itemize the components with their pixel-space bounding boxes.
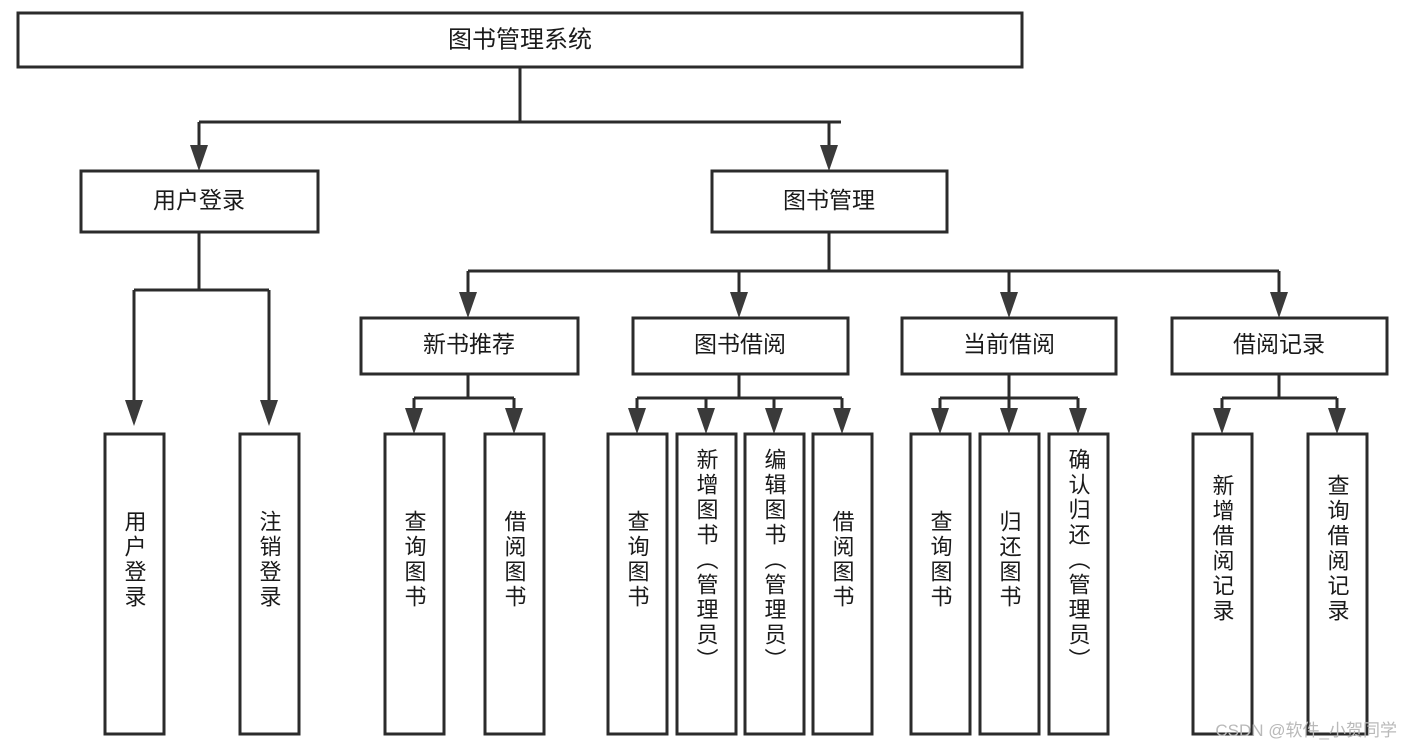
connector-new-book-recommend-to-leaves xyxy=(405,374,523,434)
node-borrow-record-box[interactable] xyxy=(1170,316,1389,376)
node-leaf-borrow-book-2-box[interactable] xyxy=(811,432,874,736)
node-user-login[interactable]: 用户登录 xyxy=(79,169,320,234)
connector-current-borrow-to-leaves xyxy=(931,374,1087,434)
node-leaf-edit-book[interactable]: 编辑图书（管理员） xyxy=(743,432,806,736)
arrow-to-leaf-borrow-book-1 xyxy=(505,408,523,434)
node-leaf-borrow-book-2-label: 借阅图书 xyxy=(830,510,855,610)
node-leaf-confirm-return-box[interactable] xyxy=(1047,432,1110,736)
node-leaf-user-login[interactable]: 用户登录 xyxy=(103,432,166,736)
arrow-to-borrow-record xyxy=(1270,292,1288,318)
node-book-borrow-label: 图书借阅 xyxy=(694,331,786,357)
node-leaf-confirm-return-label: 确认归还（管理员） xyxy=(1066,448,1091,673)
node-leaf-confirm-return[interactable]: 确认归还（管理员） xyxy=(1047,432,1110,736)
node-leaf-return-book[interactable]: 归还图书 xyxy=(978,432,1041,736)
arrow-to-leaf-confirm-return xyxy=(1069,408,1087,434)
node-book-management-label: 图书管理 xyxy=(783,187,875,213)
node-leaf-logout[interactable]: 注销登录 xyxy=(238,432,301,736)
arrow-to-leaf-logout xyxy=(260,400,278,426)
node-user-login-box[interactable] xyxy=(79,169,320,234)
connector-user-login-to-leaves xyxy=(125,232,278,426)
node-borrow-record[interactable]: 借阅记录 xyxy=(1170,316,1389,376)
connector-root-to-level2 xyxy=(190,67,841,171)
node-leaf-user-login-box[interactable] xyxy=(103,432,166,736)
node-leaf-add-record[interactable]: 新增借阅记录 xyxy=(1191,432,1254,736)
node-leaf-borrow-book-1-box[interactable] xyxy=(483,432,546,736)
node-current-borrow[interactable]: 当前借阅 xyxy=(900,316,1118,376)
arrow-to-book-management xyxy=(820,145,838,171)
arrow-to-leaf-user-login xyxy=(125,400,143,426)
node-leaf-query-book-2[interactable]: 查询图书 xyxy=(606,432,669,736)
node-leaf-query-book-2-box[interactable] xyxy=(606,432,669,736)
arrow-to-leaf-add-book xyxy=(697,408,715,434)
node-leaf-query-book-1[interactable]: 查询图书 xyxy=(383,432,446,736)
node-user-login-label: 用户登录 xyxy=(153,187,245,213)
node-leaf-logout-label: 注销登录 xyxy=(257,510,282,610)
node-leaf-add-book-label: 新增图书（管理员） xyxy=(694,448,719,673)
node-leaf-edit-book-label: 编辑图书（管理员） xyxy=(762,448,787,673)
arrow-to-user-login xyxy=(190,145,208,171)
node-borrow-record-label: 借阅记录 xyxy=(1233,331,1325,357)
node-new-book-recommend[interactable]: 新书推荐 xyxy=(359,316,580,376)
node-book-borrow[interactable]: 图书借阅 xyxy=(631,316,850,376)
connector-borrow-record-to-leaves xyxy=(1213,374,1346,434)
node-current-borrow-box[interactable] xyxy=(900,316,1118,376)
node-leaf-add-book[interactable]: 新增图书（管理员） xyxy=(675,432,738,736)
node-leaf-query-book-1-label: 查询图书 xyxy=(402,510,427,610)
node-book-borrow-box[interactable] xyxy=(631,316,850,376)
node-current-borrow-label: 当前借阅 xyxy=(963,331,1055,357)
node-leaf-add-book-box[interactable] xyxy=(675,432,738,736)
node-leaf-edit-book-box[interactable] xyxy=(743,432,806,736)
node-leaf-return-book-label: 归还图书 xyxy=(997,510,1022,610)
arrow-to-book-borrow xyxy=(730,292,748,318)
node-leaf-query-book-1-box[interactable] xyxy=(383,432,446,736)
node-new-book-recommend-box[interactable] xyxy=(359,316,580,376)
node-leaf-borrow-book-1-label: 借阅图书 xyxy=(502,510,527,610)
node-leaf-query-book-3[interactable]: 查询图书 xyxy=(909,432,972,736)
arrow-to-leaf-query-book-3 xyxy=(931,408,949,434)
node-leaf-borrow-book-1[interactable]: 借阅图书 xyxy=(483,432,546,736)
arrow-to-leaf-borrow-book-2 xyxy=(833,408,851,434)
node-new-book-recommend-label: 新书推荐 xyxy=(423,331,515,357)
arrow-to-new-book-recommend xyxy=(459,292,477,318)
node-book-management[interactable]: 图书管理 xyxy=(710,169,949,234)
node-leaf-query-book-2-label: 查询图书 xyxy=(625,510,650,610)
arrow-to-leaf-query-book-1 xyxy=(405,408,423,434)
node-leaf-query-book-3-label: 查询图书 xyxy=(928,510,953,610)
node-leaf-borrow-book-2[interactable]: 借阅图书 xyxy=(811,432,874,736)
connector-book-management-to-level3 xyxy=(459,232,1288,318)
node-leaf-query-record-label: 查询借阅记录 xyxy=(1325,474,1350,624)
node-root[interactable]: 图书管理系统 xyxy=(16,11,1024,69)
arrow-to-leaf-query-book-2 xyxy=(628,408,646,434)
node-root-box[interactable] xyxy=(16,11,1024,69)
node-root-label: 图书管理系统 xyxy=(448,26,592,53)
connector-book-borrow-to-leaves xyxy=(628,374,851,434)
node-leaf-query-record-box[interactable] xyxy=(1306,432,1369,736)
arrow-to-leaf-return-book xyxy=(1000,408,1018,434)
node-leaf-query-book-3-box[interactable] xyxy=(909,432,972,736)
arrow-to-leaf-edit-book xyxy=(765,408,783,434)
node-leaf-add-record-label: 新增借阅记录 xyxy=(1210,474,1235,624)
arrow-to-leaf-query-record xyxy=(1328,408,1346,434)
node-leaf-user-login-label: 用户登录 xyxy=(122,510,147,610)
arrow-to-current-borrow xyxy=(1000,292,1018,318)
node-leaf-add-record-box[interactable] xyxy=(1191,432,1254,736)
node-book-management-box[interactable] xyxy=(710,169,949,234)
node-leaf-logout-box[interactable] xyxy=(238,432,301,736)
node-leaf-query-record[interactable]: 查询借阅记录 xyxy=(1306,432,1369,736)
arrow-to-leaf-add-record xyxy=(1213,408,1231,434)
node-leaf-return-book-box[interactable] xyxy=(978,432,1041,736)
